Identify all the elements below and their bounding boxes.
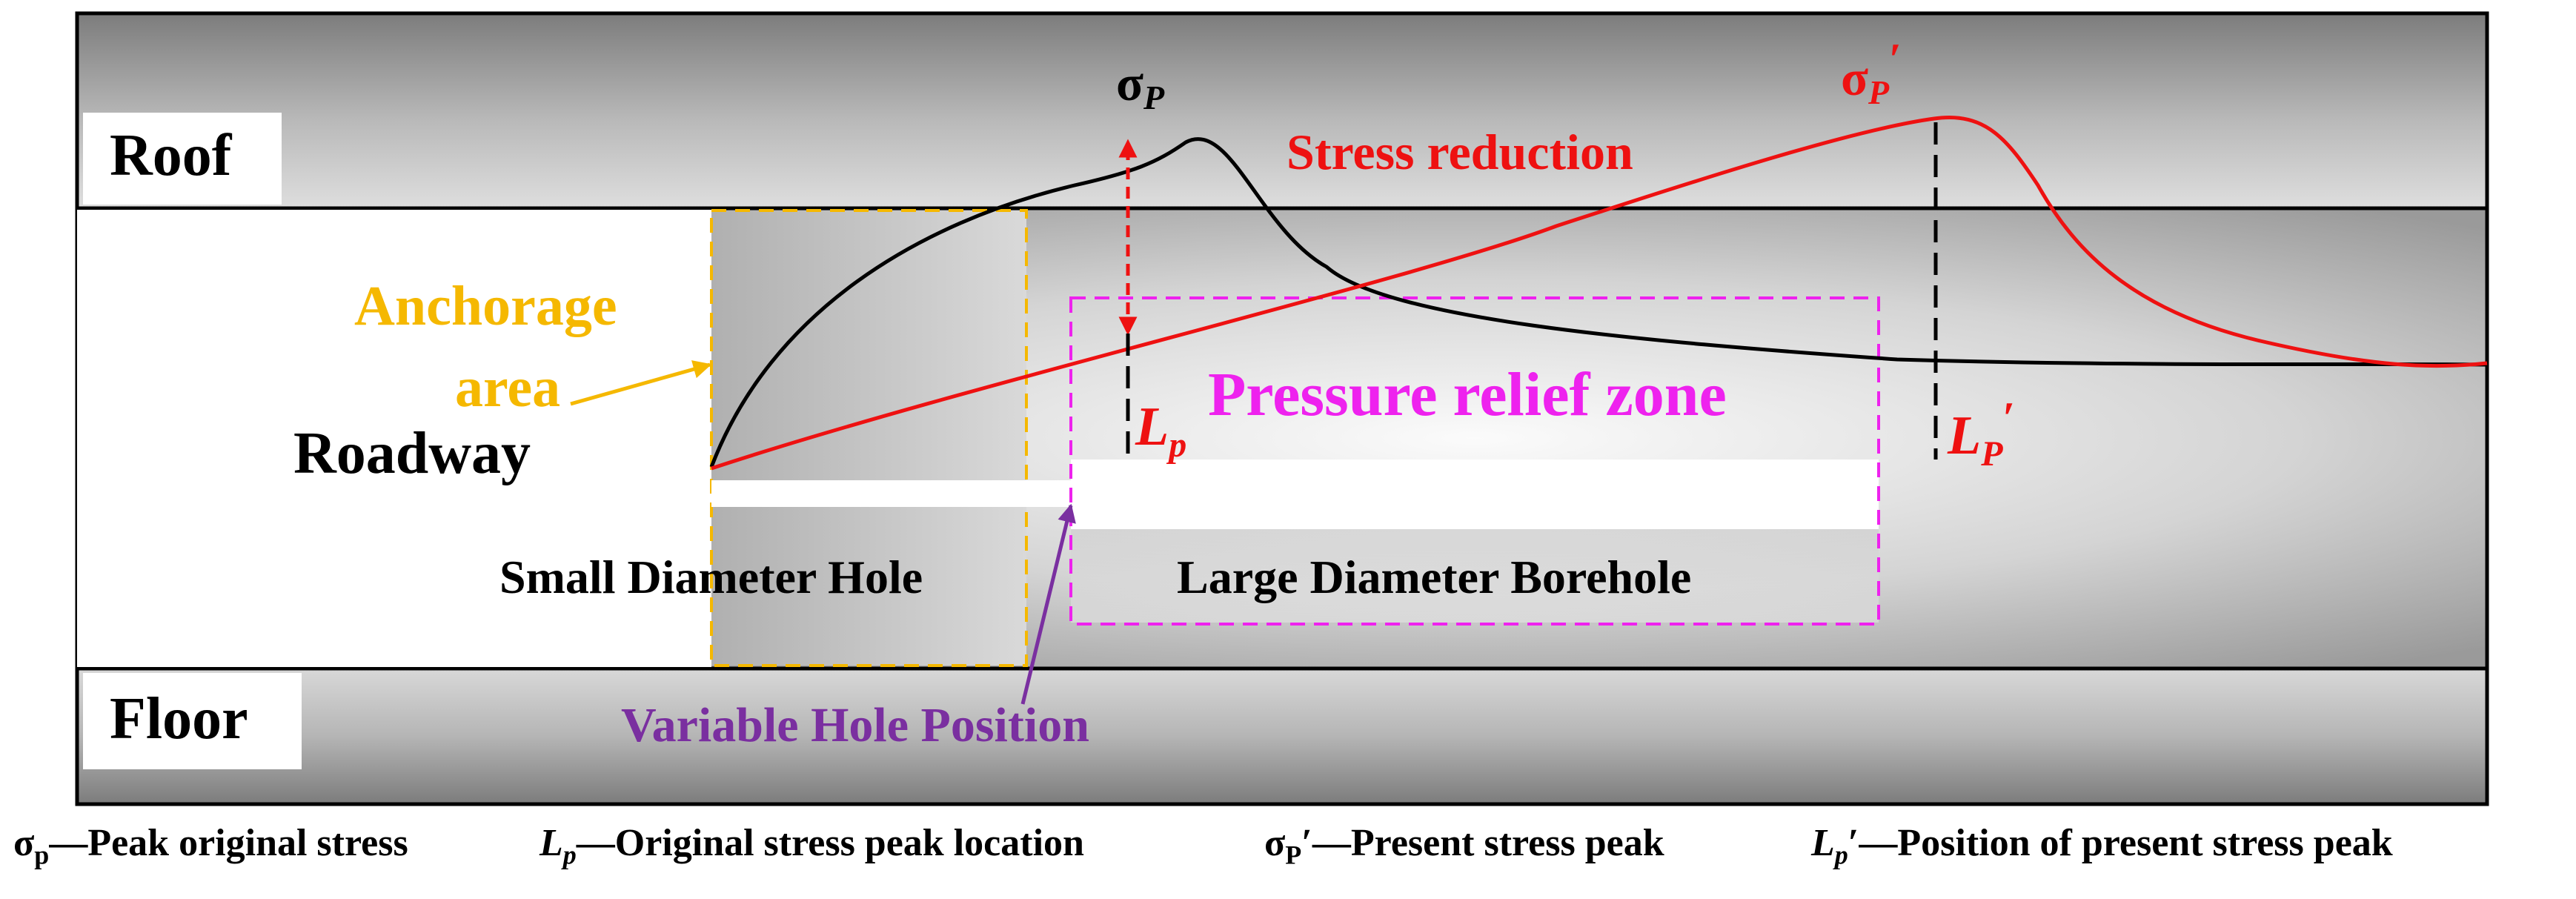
anchorage-label-line2: area bbox=[455, 356, 560, 419]
roadway-label: Roadway bbox=[293, 421, 531, 486]
lp-prime-label: LP′ bbox=[1947, 394, 2015, 474]
legend-sigma-p: σp—Peak original stress bbox=[13, 822, 408, 870]
pressure-relief-zone-border bbox=[1069, 296, 1880, 626]
sigma-p-prime-label: σP′ bbox=[1841, 35, 1902, 111]
anchorage-area-border bbox=[710, 209, 1028, 667]
floor-stratum bbox=[77, 669, 2487, 804]
floor-label: Floor bbox=[110, 686, 248, 752]
roadway-opening bbox=[77, 210, 711, 667]
legend-row: σp—Peak original stress Lp—Original stre… bbox=[0, 821, 2576, 880]
original-stress-curve bbox=[709, 137, 2488, 468]
roof-stratum bbox=[77, 13, 2487, 208]
present-stress-curve bbox=[711, 116, 2488, 471]
roof-label: Roof bbox=[110, 123, 233, 188]
large-hole-label: Large Diameter Borehole bbox=[1177, 551, 1691, 603]
sigma-p-label: σP bbox=[1116, 55, 1165, 116]
anchorage-label-line1: Anchorage bbox=[354, 275, 617, 337]
small-hole-label: Small Diameter Hole bbox=[499, 551, 923, 603]
floor-label-box bbox=[83, 673, 302, 769]
pressure-relief-label: Pressure relief zone bbox=[1208, 360, 1727, 429]
legend-lp-prime: Lp′—Position of present stress peak bbox=[1811, 822, 2393, 870]
variable-hole-arrow bbox=[1020, 503, 1076, 705]
roof-label-box bbox=[83, 113, 282, 205]
small-diameter-hole bbox=[711, 480, 1071, 507]
lp-label: Lp bbox=[1135, 397, 1186, 465]
large-hole-lower-shade bbox=[1071, 529, 1879, 623]
variable-hole-label: Variable Hole Position bbox=[621, 698, 1089, 752]
stress-reduction-label: Stress reduction bbox=[1287, 124, 1633, 180]
legend-sigma-p-prime: σP′—Present stress peak bbox=[1264, 822, 1664, 870]
anchorage-arrow bbox=[570, 360, 712, 406]
anchorage-area-fill bbox=[711, 210, 1026, 666]
legend-lp: Lp—Original stress peak location bbox=[540, 822, 1084, 870]
large-diameter-borehole bbox=[1071, 460, 1879, 529]
